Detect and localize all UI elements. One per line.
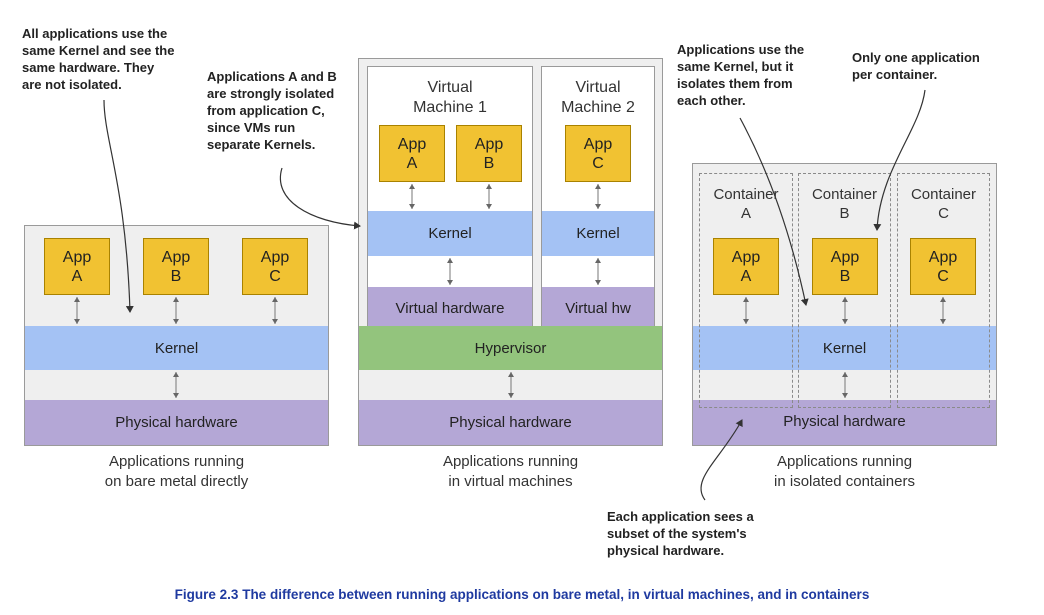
kernel-label: Kernel xyxy=(822,339,867,357)
container-title-line: B xyxy=(839,205,850,222)
app-label: App xyxy=(260,248,290,266)
arrow-hardware-subset-note xyxy=(700,419,743,501)
arrow-bare-metal-note xyxy=(103,99,134,313)
vm-connectors xyxy=(409,184,601,398)
containers-panel xyxy=(692,163,997,446)
bare-metal-app-c: App C xyxy=(242,238,308,295)
app-letter: B xyxy=(839,267,851,285)
app-label: App xyxy=(928,248,958,266)
figure-caption: Figure 2.3 The difference between runnin… xyxy=(174,587,870,602)
container-c: Container C xyxy=(897,173,990,408)
container-title-line: C xyxy=(938,205,949,222)
vm2-app-c: App C xyxy=(565,125,631,182)
vm-title-line: Virtual xyxy=(427,79,473,96)
container-a: Container A xyxy=(699,173,793,408)
app-label: App xyxy=(397,135,427,153)
hardware-label: Physical hardware xyxy=(115,414,238,431)
bare-metal-app-a: App A xyxy=(44,238,110,295)
vm2-kernel: Kernel xyxy=(542,211,654,256)
container-title-line: Container xyxy=(811,186,878,203)
container-app-b: App B xyxy=(812,238,878,295)
container-title-line: A xyxy=(740,205,751,222)
kernel-label: Kernel xyxy=(428,225,472,242)
annotation-arrows xyxy=(103,89,926,501)
vm-title-line: Machine 2 xyxy=(561,99,635,116)
arrow-vm-note xyxy=(279,167,361,230)
vm1-virtual-hardware: Virtual hardware xyxy=(368,287,532,330)
app-letter: A xyxy=(740,267,752,285)
app-label: App xyxy=(731,248,761,266)
kernel-label: Kernel xyxy=(576,225,620,242)
container-title: Container A xyxy=(700,185,792,223)
arrow-container-kernel-note xyxy=(739,117,809,306)
container-title-line: Container xyxy=(713,186,779,203)
container-title: Container B xyxy=(799,185,890,223)
arrow-one-app-note xyxy=(873,89,926,231)
vm-title-line: Machine 1 xyxy=(413,99,487,116)
bare-metal-connectors xyxy=(74,297,278,398)
app-label: App xyxy=(830,248,860,266)
container-app-c: App C xyxy=(910,238,976,295)
note-one-app: Only one application per container. xyxy=(852,50,980,82)
container-b: Container B xyxy=(798,173,891,408)
app-letter: B xyxy=(170,267,182,285)
note-container-kernel: Applications use the same Kernel, but it… xyxy=(677,42,805,108)
vm1-app-b: App B xyxy=(456,125,522,182)
virtual-machine-1: Virtual Machine 1 xyxy=(367,66,533,331)
app-letter: C xyxy=(937,267,949,285)
container-connectors xyxy=(743,297,946,398)
hypervisor-label: Hypervisor xyxy=(474,339,547,357)
hardware-label: Virtual hw xyxy=(565,300,631,317)
kernel-label: Kernel xyxy=(154,339,199,357)
vm1-kernel: Kernel xyxy=(368,211,532,256)
note-vm-isolation: Applications A and B are strongly isolat… xyxy=(207,69,337,152)
containers-kernel: Kernel xyxy=(693,326,996,370)
note-bare-metal: All applications use the same Kernel and… xyxy=(22,26,175,92)
hardware-label: Virtual hardware xyxy=(395,300,505,317)
vm-title-line: Virtual xyxy=(575,79,621,96)
hardware-label: Physical hardware xyxy=(783,413,906,430)
containers-caption: Applications running in isolated contain… xyxy=(774,453,915,490)
app-label: App xyxy=(161,248,191,266)
vm-title: Virtual Machine 2 xyxy=(542,78,654,118)
bare-metal-physical-hardware: Physical hardware xyxy=(25,400,328,445)
note-hardware-subset: Each application sees a subset of the sy… xyxy=(607,509,754,558)
app-letter: C xyxy=(592,154,604,172)
vm-title: Virtual Machine 1 xyxy=(368,78,532,118)
container-title-line: Container xyxy=(910,186,977,203)
bare-metal-app-b: App B xyxy=(143,238,209,295)
container-app-a: App A xyxy=(713,238,779,295)
hardware-label: Physical hardware xyxy=(449,414,572,431)
app-letter: A xyxy=(71,267,83,285)
bare-metal-caption: Applications running on bare metal direc… xyxy=(104,453,249,490)
hypervisor: Hypervisor xyxy=(359,326,662,370)
app-letter: A xyxy=(406,154,418,172)
vm2-virtual-hardware: Virtual hw xyxy=(542,287,654,330)
vm1-app-a: App A xyxy=(379,125,445,182)
app-label: App xyxy=(474,135,504,153)
app-label: App xyxy=(583,135,613,153)
container-title: Container C xyxy=(898,185,989,223)
vm-caption: Applications running in virtual machines xyxy=(442,453,579,490)
vm-physical-hardware: Physical hardware xyxy=(359,400,662,445)
app-letter: C xyxy=(269,267,281,285)
bare-metal-kernel: Kernel xyxy=(25,326,328,370)
app-letter: B xyxy=(483,154,495,172)
app-label: App xyxy=(62,248,92,266)
